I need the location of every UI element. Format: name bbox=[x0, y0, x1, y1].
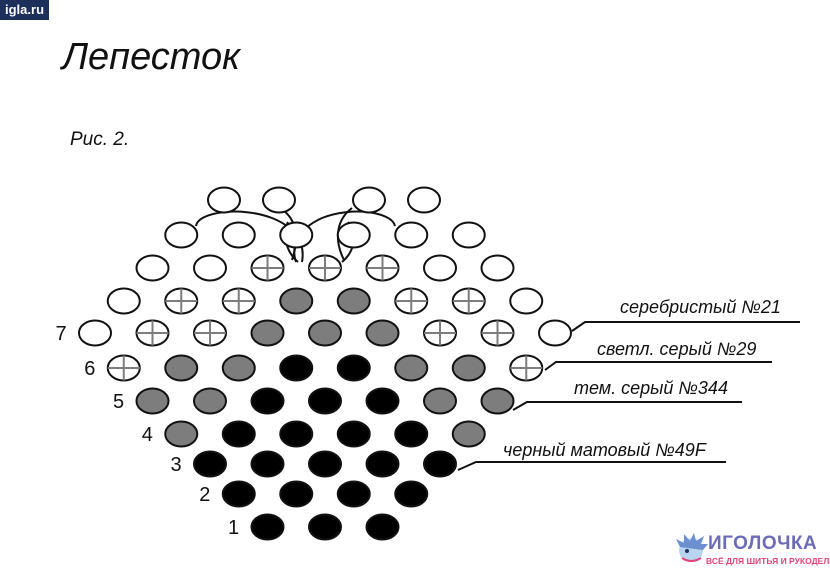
brand-logo: ИГОЛОЧКА ВСЁ ДЛЯ ШИТЬЯ И РУКОДЕЛИЯ bbox=[674, 531, 830, 571]
row-number: 5 bbox=[113, 391, 124, 413]
legend-leader-lines bbox=[457, 321, 800, 471]
bead-gray bbox=[164, 354, 199, 382]
row-number: 6 bbox=[84, 358, 95, 380]
bead-gray bbox=[135, 387, 170, 415]
bead-cross bbox=[164, 287, 199, 315]
page-title: Лепесток bbox=[62, 36, 241, 78]
legend-label-light-gray: светл. серый №29 bbox=[597, 339, 756, 359]
bead-black bbox=[279, 354, 314, 382]
bead-black bbox=[221, 480, 256, 508]
bead-black bbox=[308, 387, 342, 415]
bead-black bbox=[250, 387, 285, 415]
bead-black bbox=[365, 513, 400, 541]
logo-name: ИГОЛОЧКА bbox=[708, 533, 818, 554]
bead-white bbox=[262, 186, 296, 214]
bead-white bbox=[78, 319, 112, 347]
bead-gray bbox=[279, 287, 314, 315]
bead-white bbox=[207, 186, 241, 214]
bead-gray bbox=[308, 319, 342, 347]
bead-white bbox=[423, 254, 457, 282]
bead-cross bbox=[250, 254, 285, 282]
bead-cross bbox=[394, 287, 429, 315]
bead-cross bbox=[135, 319, 170, 347]
bead-white bbox=[538, 319, 572, 347]
bead-cross bbox=[193, 319, 227, 347]
bead-gray bbox=[451, 420, 486, 448]
site-tag: igla.ru bbox=[0, 0, 50, 20]
legend-line-silver bbox=[571, 321, 800, 332]
bead-white bbox=[394, 221, 429, 249]
bead-cross bbox=[451, 287, 486, 315]
bead-black bbox=[250, 513, 285, 541]
bead-gray bbox=[221, 354, 256, 382]
bead-white bbox=[336, 221, 371, 249]
logo-hedgehog-icon bbox=[676, 533, 708, 562]
bead-gray bbox=[250, 319, 285, 347]
bead-black bbox=[336, 480, 371, 508]
bead-cross bbox=[480, 319, 515, 347]
bead-gray bbox=[164, 420, 199, 448]
bead-gray bbox=[394, 354, 429, 382]
bead-cross bbox=[308, 254, 342, 282]
bead-black bbox=[250, 450, 285, 478]
bead-black bbox=[394, 420, 429, 448]
legend-line-black bbox=[457, 461, 726, 471]
row-number: 7 bbox=[55, 323, 66, 345]
bead-cross bbox=[509, 354, 544, 382]
bead-white bbox=[164, 221, 199, 249]
bead-black bbox=[279, 480, 314, 508]
bead-gray bbox=[480, 387, 515, 415]
legend-label-silver: серебристый №21 bbox=[620, 297, 781, 317]
bead-black bbox=[193, 450, 227, 478]
bead-black bbox=[365, 450, 400, 478]
row-number: 2 bbox=[199, 484, 210, 506]
row-number: 1 bbox=[228, 517, 239, 539]
legend-label-dark-gray: тем. серый №344 bbox=[574, 378, 728, 398]
legend-line-dark-gray bbox=[512, 401, 742, 411]
bead-cross bbox=[221, 287, 256, 315]
bead-black bbox=[279, 420, 314, 448]
bead-black bbox=[394, 480, 429, 508]
bead-gray bbox=[193, 387, 227, 415]
bead-black bbox=[336, 354, 371, 382]
bead-white bbox=[352, 186, 386, 214]
bead-cross bbox=[106, 354, 141, 382]
bead-black bbox=[336, 420, 371, 448]
bead-black bbox=[365, 387, 400, 415]
bead-black bbox=[308, 513, 342, 541]
bead-gray bbox=[336, 287, 371, 315]
bead-white bbox=[135, 254, 170, 282]
bead-white bbox=[193, 254, 227, 282]
bead-white bbox=[451, 221, 486, 249]
bead-black bbox=[221, 420, 256, 448]
bead-white bbox=[407, 186, 441, 214]
bead-black bbox=[308, 450, 342, 478]
bead-white bbox=[221, 221, 256, 249]
bead-gray bbox=[451, 354, 486, 382]
bead-white bbox=[279, 221, 314, 249]
logo-tagline: ВСЁ ДЛЯ ШИТЬЯ И РУКОДЕЛИЯ bbox=[706, 556, 830, 566]
legend-label-black: черный матовый №49F bbox=[503, 440, 707, 460]
bead-white bbox=[480, 254, 515, 282]
row-number: 3 bbox=[170, 454, 181, 476]
legend-line-light-gray bbox=[544, 361, 772, 371]
bead-white bbox=[509, 287, 544, 315]
bead-gray bbox=[423, 387, 457, 415]
figure-caption: Рис. 2. bbox=[70, 129, 130, 150]
bead-white bbox=[106, 287, 141, 315]
row-number: 4 bbox=[142, 424, 153, 446]
bead-black bbox=[423, 450, 457, 478]
bead-gray bbox=[365, 319, 400, 347]
bead-cross bbox=[423, 319, 457, 347]
bead-cross bbox=[365, 254, 400, 282]
